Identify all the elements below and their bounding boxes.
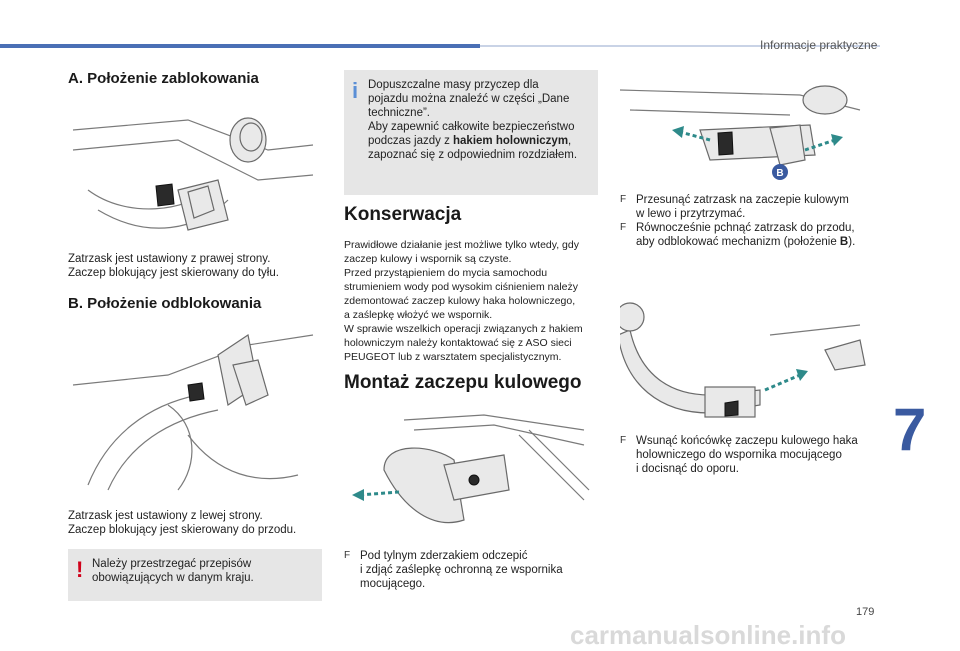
warning-text: Należy przestrzegać przepisów obowiązują… [92,558,254,584]
header-rule [480,45,880,47]
arrow-left-icon [352,489,400,501]
heading-unlocked-position: B. Położenie odblokowania [68,295,262,312]
arrow-right-icon [764,369,808,392]
page-number: 179 [856,606,875,618]
section-title: Informacje praktyczne [760,38,878,52]
caption-locked: Zatrzask jest ustawiony z prawej strony.… [68,253,279,279]
info-box: i Dopuszczalne masy przyczep dla pojazdu… [344,70,598,195]
bullet-icon: F [620,194,627,205]
bullet-icon: F [620,222,627,233]
illustration-latch-slide: B [620,85,861,180]
bullet-icon: F [344,550,351,561]
warning-box: ! Należy przestrzegać przepisów obowiązu… [68,549,322,601]
heading-locked-position: A. Położenie zablokowania [68,70,259,87]
watermark: carmanualsonline.info [570,620,846,650]
illustration-locked-position [72,117,314,231]
info-icon: i [352,78,359,103]
heading-maintenance: Konserwacja [344,204,462,225]
chapter-number: 7 [893,396,927,463]
arrow-right-icon [804,134,843,152]
position-b-label: B [776,168,783,179]
arrow-left-icon [672,126,711,142]
bullet-icon: F [620,435,627,446]
heading-ball-mounting: Montaż zaczepu kulowego [344,372,582,393]
info-text: Dopuszczalne masy przyczep dla pojazdu m… [368,79,578,161]
illustration-remove-cap [352,414,590,524]
caption-unlocked: Zatrzask jest ustawiony z lewej strony. … [68,510,297,536]
illustration-insert-ball [620,302,866,418]
illustration-unlocked-position [72,334,314,491]
maintenance-text: Prawidłowe działanie jest możliwe tylko … [344,239,583,363]
header-accent-bar [0,44,480,48]
warning-icon: ! [76,557,84,582]
